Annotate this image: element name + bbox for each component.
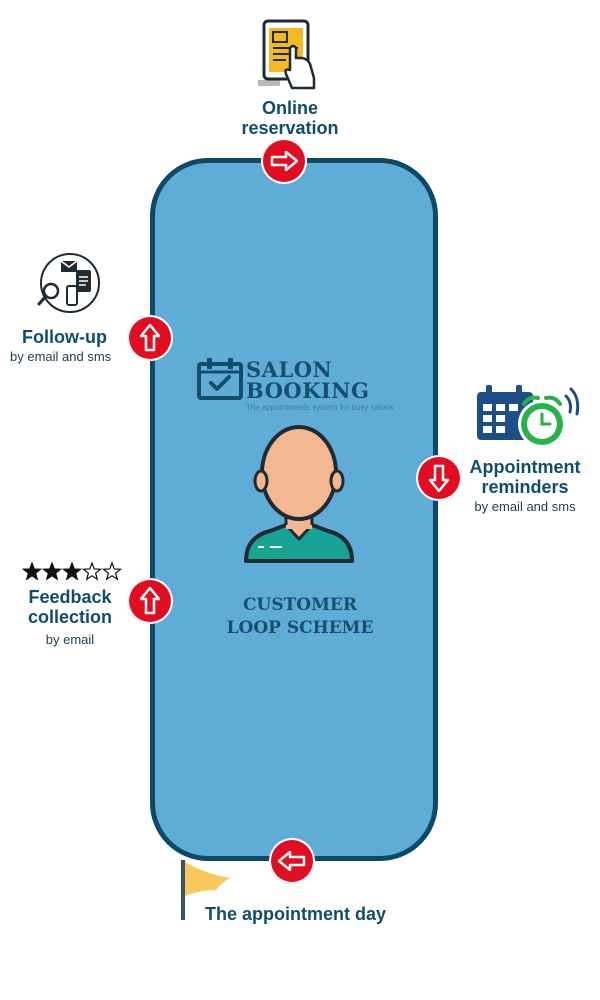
customer-avatar-icon bbox=[242, 423, 356, 567]
feedback-collection-title: Feedback collection bbox=[0, 587, 140, 627]
arrow-up-icon bbox=[129, 580, 171, 622]
stars-icon bbox=[21, 561, 124, 582]
star-filled-icon bbox=[21, 561, 43, 581]
online-reservation-title: Online reservation bbox=[200, 98, 380, 138]
feedback-collection-line1: Feedback bbox=[28, 587, 112, 607]
flag-icon bbox=[178, 860, 236, 922]
scheme-title-line1: CUSTOMER bbox=[243, 595, 357, 615]
scheme-title-line2: LOOP SCHEME bbox=[226, 618, 374, 638]
brand-line1: SALON bbox=[246, 357, 333, 382]
appointment-reminders-subtitle: by email and sms bbox=[474, 499, 576, 514]
arrow-right-icon bbox=[263, 140, 305, 182]
feedback-collection-line2: collection bbox=[27, 607, 112, 627]
calendar-check-icon bbox=[196, 356, 244, 402]
calendar-alarm-icon bbox=[474, 382, 584, 452]
star-filled-icon bbox=[61, 561, 83, 581]
appointment-reminders-title: Appointment reminders bbox=[450, 457, 600, 497]
brand-tagline: The appointments system for busy salons bbox=[246, 403, 394, 412]
follow-up-subtitle: by email and sms bbox=[10, 349, 112, 364]
tablet-touch-icon bbox=[258, 18, 322, 90]
online-reservation-line2: reservation bbox=[241, 118, 339, 138]
arrow-up-icon bbox=[129, 317, 171, 359]
online-reservation-line1: Online bbox=[261, 98, 318, 118]
contact-search-icon bbox=[36, 252, 104, 314]
arrow-down-icon bbox=[418, 457, 460, 499]
appointment-reminders-line1: Appointment bbox=[469, 457, 581, 477]
follow-up-title: Follow-up bbox=[22, 327, 107, 347]
star-filled-icon bbox=[41, 561, 63, 581]
star-empty-icon bbox=[81, 561, 103, 581]
appointment-reminders-line2: reminders bbox=[481, 477, 569, 497]
brand-line2: BOOKING bbox=[246, 378, 370, 403]
appointment-day-title: The appointment day bbox=[205, 904, 387, 924]
arrow-left-icon bbox=[271, 840, 313, 882]
feedback-collection-subtitle: by email bbox=[45, 632, 95, 647]
star-empty-icon bbox=[101, 561, 123, 581]
scheme-title: CUSTOMER LOOP SCHEME bbox=[200, 594, 400, 640]
